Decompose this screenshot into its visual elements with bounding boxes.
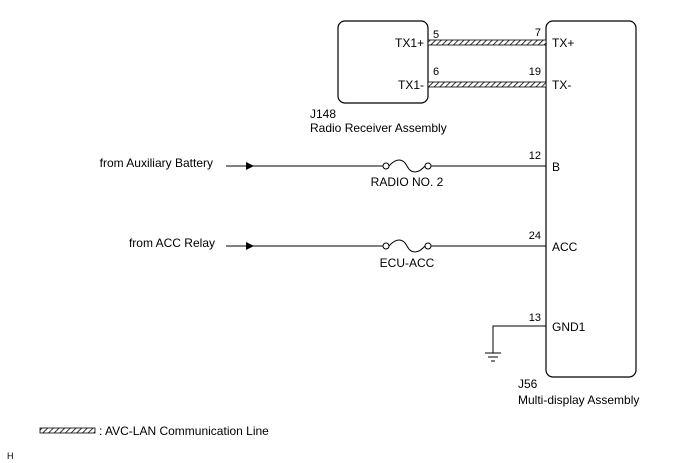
display-pin-24: 24: [529, 230, 541, 242]
display-terminal-txminus-label: TX-: [552, 78, 571, 92]
ground-icon: [485, 352, 501, 362]
radio-connector-code: J148: [310, 107, 336, 121]
radio-receiver-box: [337, 20, 429, 104]
display-pin-13: 13: [529, 312, 541, 324]
display-terminal-txplus-label: TX+: [552, 36, 574, 50]
multi-display-box: [545, 20, 637, 378]
radio-terminal-tx1minus-label: TX1-: [398, 78, 424, 92]
fuse-ecu-acc-label: ECU-ACC: [380, 256, 435, 270]
display-terminal-b-label: B: [552, 160, 560, 174]
display-terminal-acc-label: ACC: [552, 240, 578, 254]
arrow-acc-relay: [246, 242, 254, 250]
source-acc-relay: from ACC Relay: [129, 236, 215, 250]
fuse-ecu-acc-symbol: [382, 239, 432, 253]
display-connector-code: J56: [518, 377, 538, 391]
legend-avc-lan-text: : AVC-LAN Communication Line: [99, 424, 269, 438]
display-pin-19: 19: [529, 66, 541, 78]
radio-terminal-tx1plus-label: TX1+: [395, 36, 424, 50]
display-pin-12: 12: [529, 150, 541, 162]
fuse-radio-no2-label: RADIO NO. 2: [371, 175, 444, 189]
wire-ground: [492, 325, 546, 353]
source-auxiliary-battery: from Auxiliary Battery: [100, 156, 213, 170]
avc-lan-line-tx-minus: [427, 81, 547, 88]
radio-assembly-name: Radio Receiver Assembly: [310, 121, 447, 135]
fuse-radio-no2-symbol: [382, 159, 432, 173]
corner-mark: H: [7, 451, 14, 461]
display-pin-7: 7: [535, 27, 541, 39]
legend-avc-lan-swatch: [39, 427, 96, 434]
display-assembly-name: Multi-display Assembly: [518, 393, 639, 407]
radio-pin-6: 6: [433, 66, 439, 78]
radio-pin-5: 5: [433, 29, 439, 41]
avc-lan-line-tx-plus: [427, 39, 547, 46]
arrow-auxiliary-battery: [246, 162, 254, 170]
display-terminal-gnd1-label: GND1: [552, 320, 586, 334]
